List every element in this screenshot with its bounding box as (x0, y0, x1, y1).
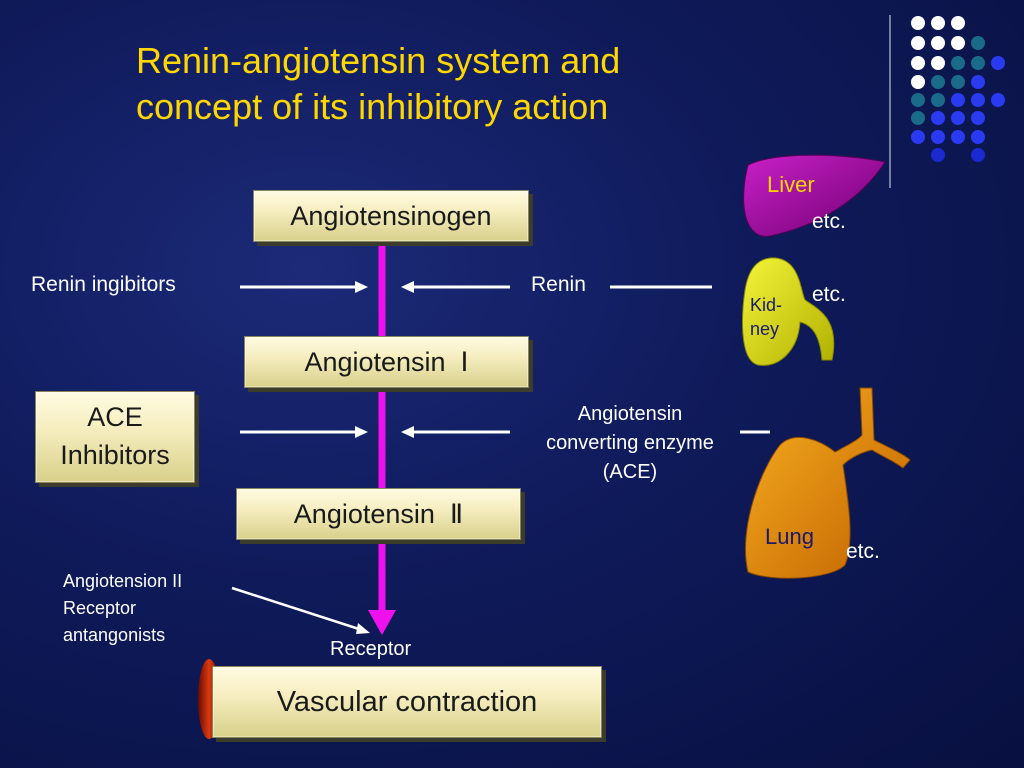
arb-arrow (231, 586, 370, 634)
arb-line-3: antangonists (63, 625, 166, 645)
ace-enzyme-line-1: Angiotensin (577, 403, 683, 425)
title-line-1: Renin-angiotensin system and (136, 40, 621, 81)
dot-grid-decoration (911, 16, 1005, 162)
angiotensin-1-label: Angiotensin Ⅰ (304, 347, 469, 377)
ace-enzyme-line-3: (ACE) (602, 461, 658, 483)
ace-arrow (401, 426, 510, 438)
lung-etc-label: etc. (846, 540, 880, 563)
renin-inhibitor-arrow (240, 281, 368, 293)
angiotensinogen-label: Angiotensinogen (290, 201, 492, 231)
pathway-arrowhead (368, 610, 396, 635)
title-line-2: concept of its inhibitory action (136, 86, 609, 127)
ace-enzyme-label: Angiotensin converting enzyme (ACE) (520, 400, 740, 487)
angiotensin-2-label: Angiotensin Ⅱ (293, 499, 464, 529)
ace-inhibitor-arrow (240, 426, 368, 438)
ace-enzyme-line-2: converting enzyme (546, 432, 714, 454)
lung-label: Lung (765, 524, 814, 549)
liver-icon (743, 154, 886, 237)
ace-inhibitors-line-1: ACE (87, 402, 143, 432)
arb-line-2: Receptor (63, 598, 137, 618)
kidney-etc-label: etc. (812, 283, 846, 306)
liver-label: Liver (767, 172, 815, 197)
renin-inhibitors-label: Renin ingibitors (31, 273, 176, 296)
kidney-line-2: ney (750, 319, 780, 339)
ace-inhibitors-line-2: Inhibitors (60, 440, 170, 470)
ace-inhibitors-box: ACE Inhibitors (35, 391, 195, 483)
slide-title: Renin-angiotensin system and concept of … (136, 38, 756, 130)
angiotensin-1-box: Angiotensin Ⅰ (244, 336, 529, 388)
vascular-contraction-label: Vascular contraction (276, 686, 538, 718)
receptor-label: Receptor (330, 638, 412, 660)
lung-icon (745, 387, 911, 579)
angiotensin-2-box: Angiotensin Ⅱ (236, 488, 521, 540)
renin-label: Renin (531, 273, 586, 296)
renin-arrow (401, 281, 510, 293)
kidney-label: Kid- ney (750, 293, 782, 341)
arb-line-1: Angiotension II (63, 571, 183, 591)
vascular-contraction-box: Vascular contraction (212, 666, 602, 738)
kidney-icon (742, 257, 835, 366)
arb-label: Angiotension II Receptor antangonists (63, 568, 182, 649)
kidney-line-1: Kid- (750, 295, 783, 315)
liver-etc-label: etc. (812, 210, 846, 233)
angiotensinogen-box: Angiotensinogen (253, 190, 529, 242)
